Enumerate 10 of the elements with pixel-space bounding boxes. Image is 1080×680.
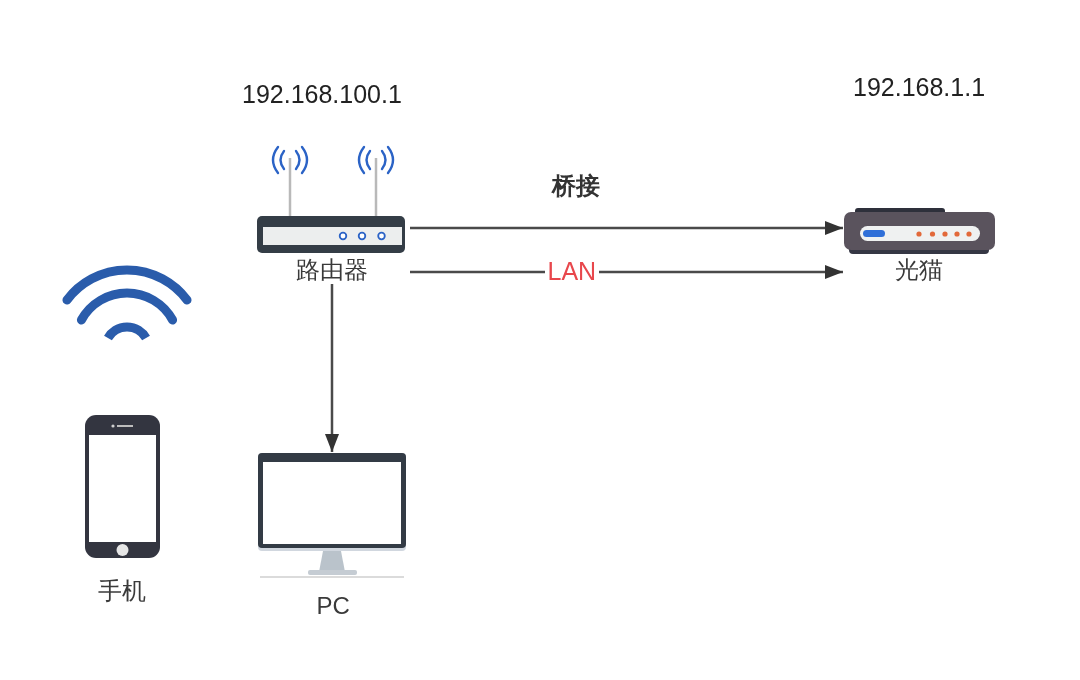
ip-address-label: 192.168.100.1 xyxy=(242,81,402,109)
device-label: 手机 xyxy=(98,578,146,605)
arrow xyxy=(410,221,843,235)
device-label: 光猫 xyxy=(895,257,943,284)
arrow xyxy=(325,284,339,452)
device-label: 路由器 xyxy=(296,257,368,284)
arrow xyxy=(410,265,843,279)
device-label: PC xyxy=(316,593,350,620)
ip-address-label: 192.168.1.1 xyxy=(853,74,986,102)
edge-label: 桥接 xyxy=(552,173,600,200)
